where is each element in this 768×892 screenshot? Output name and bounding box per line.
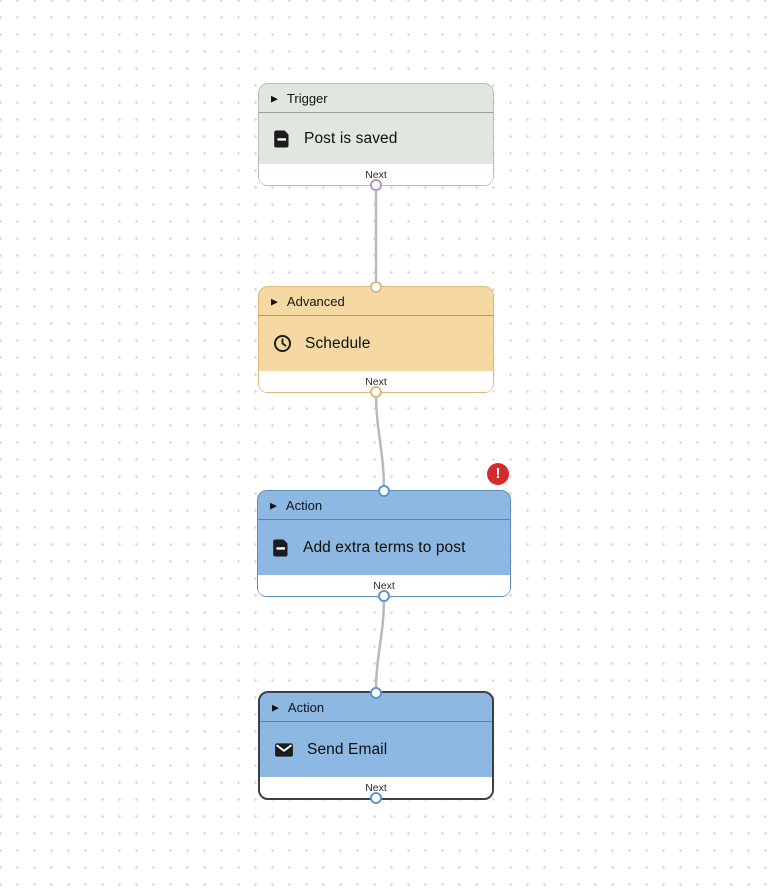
collapse-triangle-icon[interactable]: ▶ bbox=[272, 702, 279, 712]
node-title: Schedule bbox=[305, 334, 371, 352]
collapse-triangle-icon[interactable]: ▶ bbox=[271, 93, 278, 103]
error-badge[interactable]: ! bbox=[487, 463, 509, 485]
node-trigger[interactable]: ▶ Trigger Post is saved Next bbox=[258, 83, 494, 191]
node-title: Send Email bbox=[307, 740, 388, 758]
node-body[interactable]: Add extra terms to post bbox=[258, 520, 510, 575]
node-header[interactable]: ▶ Action bbox=[258, 491, 510, 520]
input-port[interactable] bbox=[378, 485, 390, 497]
next-output-slot: Next bbox=[258, 575, 510, 596]
edge-action1-to-action2[interactable] bbox=[374, 595, 386, 693]
node-body[interactable]: Schedule bbox=[259, 316, 493, 371]
output-port[interactable] bbox=[370, 386, 382, 398]
node-category-label: Advanced bbox=[286, 293, 345, 309]
input-port[interactable] bbox=[370, 281, 382, 293]
clock-icon bbox=[272, 333, 293, 354]
node-advanced[interactable]: ▶ Advanced Schedule Next bbox=[258, 281, 494, 398]
collapse-triangle-icon[interactable]: ▶ bbox=[271, 296, 278, 306]
node-category-label: Action bbox=[287, 699, 325, 715]
input-port[interactable] bbox=[370, 687, 382, 699]
node-action-add-extra-terms[interactable]: ▶ Action Add extra terms to post Next ! bbox=[257, 463, 511, 602]
node-header[interactable]: ▶ Trigger bbox=[259, 84, 493, 113]
output-port[interactable] bbox=[378, 590, 390, 602]
node-category-label: Trigger bbox=[286, 90, 328, 106]
output-port[interactable] bbox=[370, 179, 382, 191]
envelope-icon bbox=[273, 739, 295, 761]
collapse-triangle-icon[interactable]: ▶ bbox=[270, 500, 277, 510]
node-header[interactable]: ▶ Advanced bbox=[259, 287, 493, 316]
node-action-send-email[interactable]: ▶ Action Send Email Next bbox=[258, 687, 494, 804]
node-body[interactable]: Send Email bbox=[260, 722, 492, 777]
next-label: Next bbox=[373, 579, 395, 592]
node-header[interactable]: ▶ Action bbox=[260, 693, 492, 722]
output-port[interactable] bbox=[370, 792, 382, 804]
next-output-slot: Next bbox=[259, 371, 493, 392]
node-title: Add extra terms to post bbox=[303, 538, 466, 556]
node-title: Post is saved bbox=[304, 129, 398, 147]
edge-advanced-to-action1[interactable] bbox=[374, 391, 386, 492]
document-icon bbox=[272, 129, 292, 149]
document-icon bbox=[271, 538, 291, 558]
next-label: Next bbox=[365, 781, 387, 794]
next-output-slot: Next bbox=[259, 164, 493, 185]
next-output-slot: Next bbox=[260, 777, 492, 798]
node-body[interactable]: Post is saved bbox=[259, 113, 493, 164]
node-category-label: Action bbox=[285, 497, 323, 513]
next-label: Next bbox=[365, 375, 387, 388]
next-label: Next bbox=[365, 168, 387, 181]
